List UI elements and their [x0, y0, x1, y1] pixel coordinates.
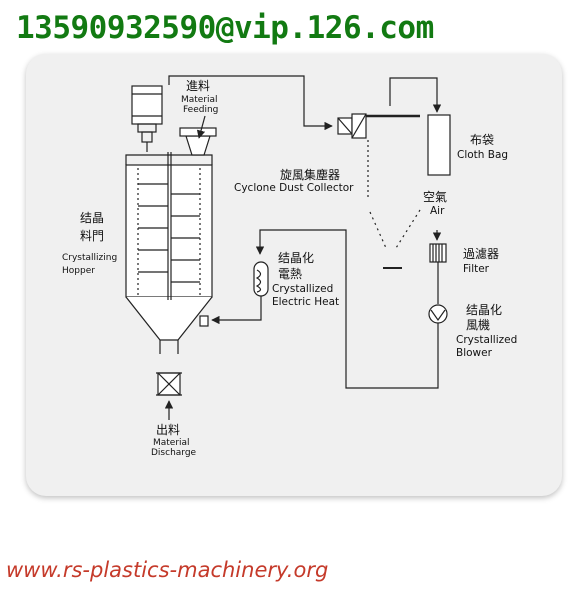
hopper-label-cn1: 结晶 — [80, 211, 105, 225]
heat-label-en1: Crystallized — [272, 283, 334, 295]
feed-label-en2: Feeding — [183, 105, 219, 115]
hopper-label-cn2: 料門 — [80, 229, 105, 243]
diagram-panel — [26, 54, 562, 496]
heat-label-cn1: 结晶化 — [278, 251, 315, 265]
filter — [429, 243, 447, 263]
filter-label-en: Filter — [463, 263, 490, 275]
crystallizing-hopper — [125, 127, 217, 354]
website-url[interactable]: www.rs-plastics-machinery.org — [6, 558, 329, 582]
hopper-label-en1: Crystallizing — [62, 253, 118, 263]
air-label-cn: 空氣 — [423, 190, 448, 204]
feed-label-cn: 進料 — [186, 79, 211, 93]
cyclone-label-cn: 旋風集塵器 — [280, 168, 341, 182]
clothbag-label-en: Cloth Bag — [457, 149, 509, 161]
feed-label-en1: Material — [181, 95, 218, 105]
heat-label-en2: Electric Heat — [272, 296, 340, 308]
contact-email: 13590932590@vip.126.com — [16, 10, 434, 46]
blower-label-cn1: 结晶化 — [466, 303, 503, 317]
electric-heater — [253, 261, 269, 297]
cyclone-label-en: Cyclone Dust Collector — [234, 182, 354, 194]
air-label-en: Air — [430, 205, 445, 217]
discharge-label-en1: Material — [153, 438, 190, 448]
filter-label-cn: 過濾器 — [463, 247, 500, 261]
discharge-valve — [156, 372, 182, 396]
blower-label-cn2: 風機 — [466, 318, 491, 332]
cloth-bag — [427, 114, 451, 176]
discharge-label-en2: Discharge — [151, 448, 197, 458]
blower-label-en2: Blower — [456, 347, 492, 359]
cyclone-dust-collector — [337, 113, 421, 269]
clothbag-label-cn: 布袋 — [470, 133, 495, 147]
crystallized-blower — [428, 304, 448, 324]
hopper-label-en2: Hopper — [62, 266, 95, 276]
heat-label-cn2: 電熱 — [278, 267, 303, 281]
motor-unit — [131, 85, 163, 152]
discharge-label-cn: 出料 — [156, 423, 181, 437]
blower-label-en1: Crystallized — [456, 334, 518, 346]
